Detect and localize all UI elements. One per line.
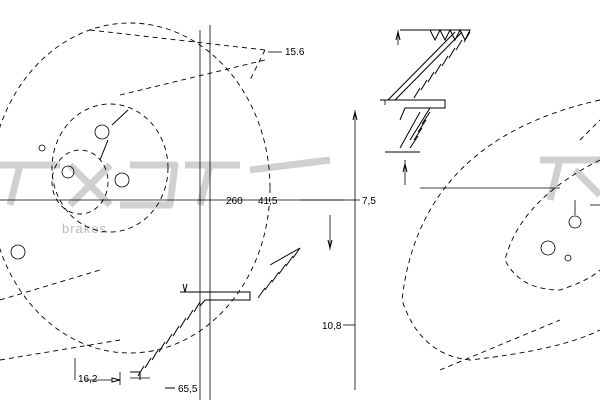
- watermark-logo-left: brakes: [0, 156, 331, 236]
- section-bottom-serration: [137, 301, 201, 377]
- dim-thickness-top: 15.6: [285, 47, 305, 58]
- arrow-right-top: [352, 111, 358, 121]
- disc-edge-lines: [0, 29, 266, 361]
- disc-side-view: [401, 99, 600, 371]
- dim-center-bore: 260: [226, 196, 243, 207]
- dim-height-bottom: 65,5: [178, 384, 198, 395]
- arrow-top: [395, 31, 401, 41]
- dim-min-thickness: 10,8: [322, 321, 342, 332]
- bolt-hole-4: [10, 244, 26, 260]
- arrow-left-low: [182, 283, 188, 293]
- bolt-hole-1: [94, 124, 110, 140]
- dimension-labels: 15.6 260 41,5 7,5 10,8 16,2 65,5: [78, 47, 376, 395]
- watermark-brand-sub: brakes: [62, 221, 107, 236]
- disc-hub-inner: [51, 149, 109, 215]
- hole-arrow-1: [111, 109, 129, 126]
- bolt-hole-2: [38, 144, 46, 152]
- right-bolt-hole-1: [540, 240, 556, 256]
- lower-ramp-hatch: [257, 247, 301, 299]
- upper-ramp-hatch: [413, 31, 471, 99]
- disc-front-view: [0, 22, 271, 354]
- mid-hatch: [409, 111, 431, 149]
- arrow-bottom-left: [111, 377, 121, 383]
- arrow-lower: [327, 239, 333, 249]
- watermark-logo-right: [540, 156, 600, 201]
- bolt-hole-5: [61, 165, 75, 179]
- dim-offset-bottom-left: 16,2: [78, 374, 98, 385]
- disc-cross-section: [130, 28, 471, 380]
- arrow-mid: [402, 163, 408, 173]
- disc-right-outer: [401, 99, 600, 361]
- dim-right-label: 7,5: [362, 196, 376, 207]
- hole-arrow-2: [99, 139, 109, 161]
- disc-outer-outline: [0, 22, 271, 354]
- disc-right-hub: [504, 159, 600, 291]
- disc-hub-outline: [51, 103, 169, 233]
- dimension-lines: [0, 25, 560, 400]
- dim-hub-dia: 41,5: [258, 196, 278, 207]
- bolt-hole-3: [114, 172, 130, 188]
- right-bolt-hole-2: [568, 215, 582, 229]
- right-bolt-hole-3: [564, 254, 572, 262]
